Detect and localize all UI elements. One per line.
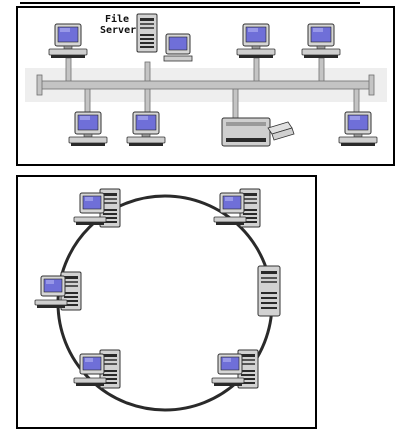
bus-droplines — [65, 57, 360, 121]
computer-node-icon — [212, 350, 258, 388]
ring-topology-panel — [16, 175, 317, 429]
computer-node-icon — [74, 350, 120, 388]
computer-icon — [338, 111, 378, 147]
computer-node-icon — [35, 272, 81, 310]
file-server-label-line2: Server — [100, 25, 136, 36]
file-server-icon — [136, 13, 193, 62]
computer-icon — [301, 23, 341, 59]
computer-node-icon — [74, 189, 120, 227]
bus-terminator-right — [368, 74, 375, 96]
bus-backbone — [37, 80, 373, 90]
printer-icon — [221, 117, 295, 147]
file-server-label-line1: File — [105, 13, 129, 25]
bus-topology-panel: File Server — [16, 2, 395, 166]
computer-icon — [48, 23, 88, 59]
computer-icon — [68, 111, 108, 147]
computer-icon — [236, 23, 276, 59]
computer-icon — [126, 111, 166, 147]
tower-server-icon — [257, 265, 281, 317]
computer-node-icon — [214, 189, 260, 227]
bus-terminator-left — [36, 74, 43, 96]
